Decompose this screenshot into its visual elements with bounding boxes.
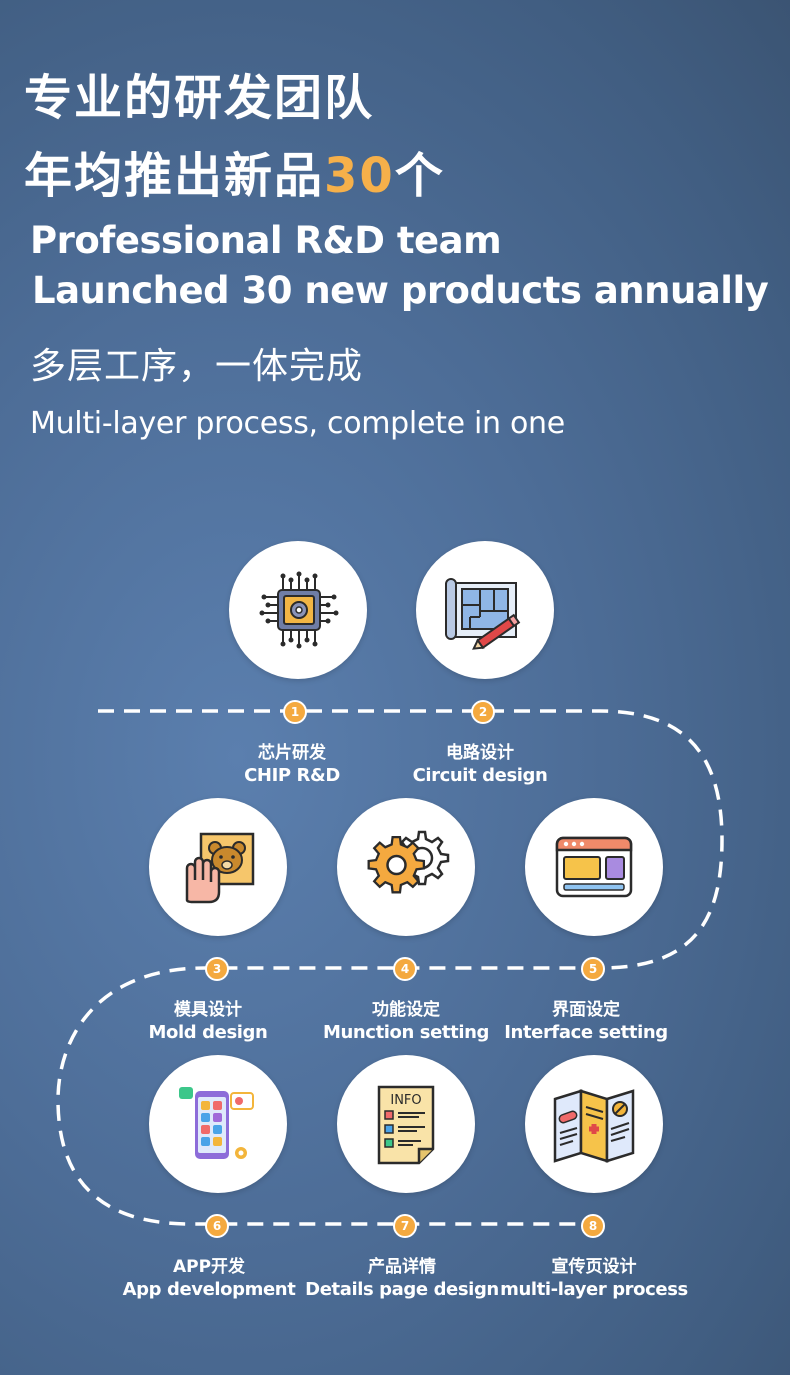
title-line-1: 专业的研发团队 — [24, 70, 375, 126]
step-4-number-badge: 4 — [393, 957, 417, 981]
mobile-app-icon — [179, 1087, 254, 1159]
step-6-label-cn: APP开发 — [172, 1257, 246, 1277]
step-8-label-cn: 宣传页设计 — [551, 1257, 637, 1277]
brochure-icon — [553, 1089, 635, 1163]
step-2-label: 电路设计 Circuit design — [370, 742, 590, 788]
step-1-number-badge: 1 — [283, 700, 307, 724]
step-1-label-en: CHIP R&D — [244, 765, 340, 786]
step-4-label-cn: 功能设定 — [372, 1000, 440, 1020]
step-8-label-en: multi-layer process — [500, 1279, 688, 1300]
title-en-line-2: Launched 30 new products annually — [32, 269, 769, 312]
step-3-number-badge: 3 — [205, 957, 229, 981]
step-8-number-badge: 8 — [581, 1214, 605, 1238]
step-2-label-cn: 电路设计 — [446, 743, 514, 763]
title-line-2-prefix: 年均推出新品 — [24, 148, 325, 204]
step-2-label-en: Circuit design — [412, 765, 548, 786]
step-2-number-badge: 2 — [471, 700, 495, 724]
svg-text:INFO: INFO — [390, 1093, 421, 1108]
step-6-label: APP开发 App development — [99, 1256, 319, 1302]
step-6-circle — [149, 1055, 287, 1193]
step-3-label-cn: 模具设计 — [174, 1000, 242, 1020]
step-6-label-en: App development — [122, 1279, 296, 1300]
title-line-2: 年均推出新品30个 — [24, 146, 445, 206]
subtitle-cn: 多层工序，一体完成 — [30, 346, 364, 387]
step-4-circle — [337, 798, 475, 936]
step-5-number-badge: 5 — [581, 957, 605, 981]
step-3-label-en: Mold design — [148, 1022, 268, 1043]
info-document-icon: INFO — [377, 1085, 435, 1165]
step-7-number-badge: 7 — [393, 1214, 417, 1238]
step-7-label-en: Details page design — [305, 1279, 499, 1300]
step-5-label-cn: 界面设定 — [552, 1000, 620, 1020]
step-7-circle: INFO — [337, 1055, 475, 1193]
step-5-circle — [525, 798, 663, 936]
mold-bear-icon — [185, 832, 255, 904]
blueprint-icon — [445, 578, 521, 650]
step-1-label: 芯片研发 CHIP R&D — [182, 742, 402, 788]
step-6-number-badge: 6 — [205, 1214, 229, 1238]
step-1-label-cn: 芯片研发 — [258, 743, 326, 763]
title-highlight-number: 30 — [324, 148, 395, 204]
step-7-label: 产品详情 Details page design — [292, 1256, 512, 1302]
title-line-2-suffix: 个 — [394, 148, 445, 204]
browser-window-icon — [555, 836, 633, 898]
step-8-circle — [525, 1055, 663, 1193]
title-en-line-1: Professional R&D team — [30, 219, 502, 262]
step-1-circle — [229, 541, 367, 679]
step-8-label: 宣传页设计 multi-layer process — [484, 1256, 704, 1302]
step-5-label: 界面设定 Interface setting — [476, 999, 696, 1045]
step-4-label-en: Munction setting — [322, 1022, 490, 1043]
step-5-label-en: Interface setting — [504, 1022, 668, 1043]
gears-icon — [367, 830, 450, 894]
step-3-circle — [149, 798, 287, 936]
step-2-circle — [416, 541, 554, 679]
subtitle-en: Multi-layer process, complete in one — [30, 406, 565, 441]
chip-icon — [259, 571, 339, 649]
step-7-label-cn: 产品详情 — [368, 1257, 436, 1277]
step-4-label: 功能设定 Munction setting — [296, 999, 516, 1045]
step-3-label: 模具设计 Mold design — [98, 999, 318, 1045]
